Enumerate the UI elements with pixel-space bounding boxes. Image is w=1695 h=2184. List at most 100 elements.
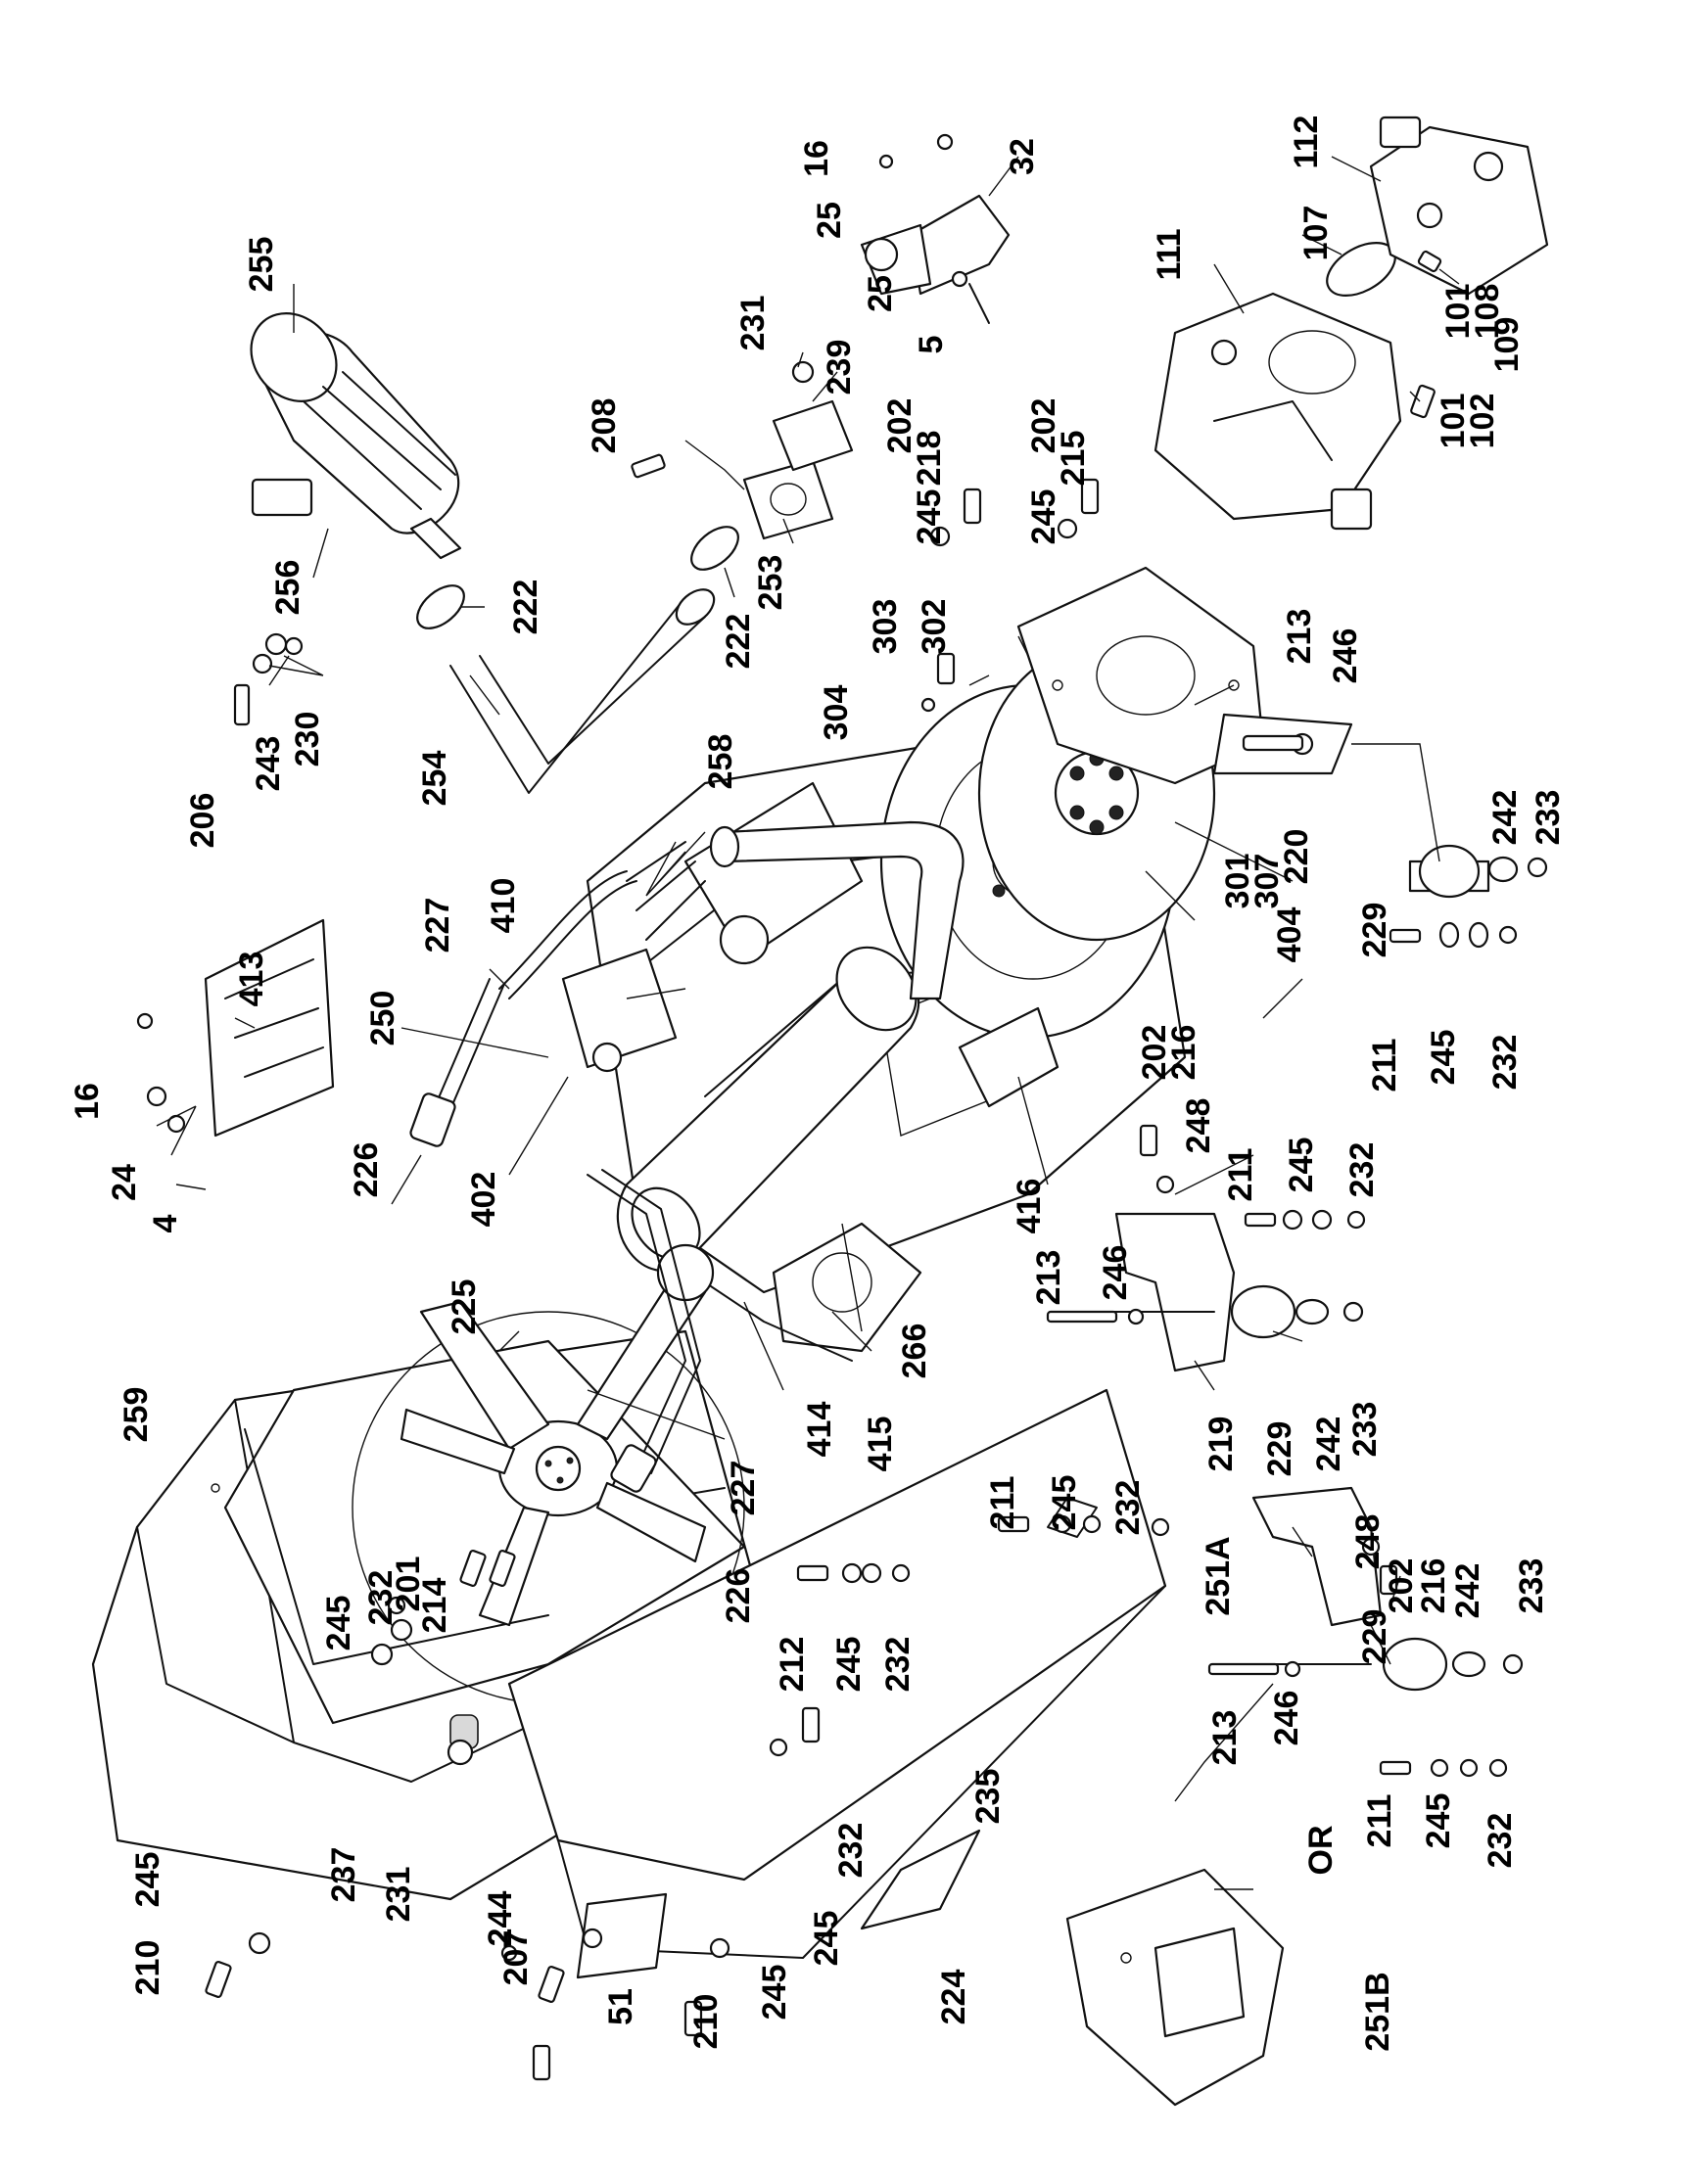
callout-233b: 233	[1346, 1402, 1384, 1458]
callout-242b: 242	[1310, 1417, 1347, 1472]
fitting-226b	[610, 1444, 657, 1493]
bracket-220	[1212, 713, 1353, 775]
callout-254: 254	[416, 751, 453, 807]
callout-25b: 25	[862, 275, 899, 312]
callout-216b: 216	[1415, 1558, 1452, 1614]
callout-404: 404	[1271, 907, 1308, 963]
callout-222a: 222	[507, 580, 544, 635]
callout-4: 4	[147, 1214, 184, 1232]
callout-202b: 202	[1025, 398, 1062, 454]
callout-245g: 245	[1046, 1475, 1083, 1531]
callout-266: 266	[896, 1324, 933, 1379]
callout-215: 215	[1055, 431, 1092, 487]
callout-232e: 232	[1109, 1480, 1147, 1536]
callout-112: 112	[1288, 116, 1325, 169]
callout-245c: 245	[1425, 1030, 1462, 1086]
callout-51: 51	[602, 1988, 639, 2025]
callout-107: 107	[1297, 206, 1335, 261]
mount-229-top	[1408, 844, 1548, 899]
callout-201: 201	[390, 1557, 427, 1612]
hardware-glyphs	[136, 453, 1518, 2081]
callout-227a: 227	[419, 898, 456, 953]
intake-tube-258	[709, 820, 965, 1000]
callout-410: 410	[485, 878, 522, 934]
callout-229c: 229	[1356, 1609, 1393, 1665]
callout-250: 250	[364, 991, 401, 1046]
callout-245a: 245	[911, 489, 948, 545]
callout-232g: 232	[832, 1823, 870, 1879]
hose-227	[498, 870, 701, 1474]
callout-216a: 216	[1165, 1025, 1202, 1081]
callout-206: 206	[184, 793, 221, 849]
callout-253: 253	[752, 555, 789, 611]
callout-402: 402	[465, 1172, 502, 1228]
bracket-224-plate	[860, 1829, 981, 1930]
callout-304: 304	[818, 685, 855, 741]
callout-251B: 251B	[1359, 1972, 1396, 2051]
callout-218: 218	[911, 431, 948, 487]
clamp-222	[416, 526, 739, 629]
callout-414: 414	[801, 1402, 838, 1458]
callout-202c: 202	[1136, 1025, 1173, 1081]
callout-232a: 232	[1486, 1035, 1524, 1091]
callout-239: 239	[821, 340, 858, 395]
callout-233a: 233	[1530, 790, 1567, 846]
callout-245d: 245	[1283, 1138, 1320, 1193]
callout-245i: 245	[129, 1852, 166, 1908]
mount-229-mid	[1230, 1284, 1364, 1339]
callout-242c: 242	[1449, 1563, 1486, 1619]
callout-212: 212	[774, 1637, 811, 1693]
callout-25a: 25	[811, 202, 848, 239]
callout-301: 301	[1219, 854, 1256, 909]
mount-229-low	[1382, 1637, 1524, 1692]
callout-211a: 211	[1366, 1039, 1403, 1092]
valve-block-32	[860, 133, 1011, 324]
relay-panel-413	[204, 918, 335, 1138]
callout-111: 111	[1151, 229, 1188, 281]
muffler-266	[616, 946, 920, 1272]
callout-109: 109	[1488, 317, 1526, 373]
callout-213c: 213	[1206, 1710, 1244, 1766]
callout-211d: 211	[1361, 1794, 1398, 1848]
callout-214: 214	[416, 1578, 453, 1634]
bracket-251B	[1065, 1868, 1285, 2107]
callout-245j: 245	[756, 1965, 793, 2021]
callout-232f: 232	[1482, 1813, 1519, 1869]
callout-245k: 245	[808, 1911, 845, 1967]
callout-416: 416	[1011, 1179, 1048, 1234]
callout-219: 219	[1202, 1417, 1240, 1472]
callout-211b: 211	[1222, 1148, 1259, 1202]
callout-303: 303	[867, 599, 904, 655]
callout-32: 32	[1004, 138, 1041, 175]
callout-211c: 211	[984, 1476, 1021, 1530]
shroud-237	[223, 1339, 746, 1766]
callout-259: 259	[118, 1387, 155, 1443]
plate-51	[576, 1892, 668, 1979]
callout-244: 244	[482, 1891, 519, 1947]
callout-235: 235	[969, 1769, 1007, 1825]
callout-258: 258	[702, 734, 739, 790]
starter-416	[958, 1006, 1059, 1108]
callout-231a: 231	[734, 296, 772, 351]
callout-202d: 202	[1383, 1558, 1420, 1614]
callout-248a: 248	[1180, 1098, 1217, 1154]
callout-231b: 231	[380, 1867, 417, 1923]
callout-243: 243	[250, 736, 287, 792]
callout-245f: 245	[830, 1637, 868, 1693]
callout-229a: 229	[1356, 903, 1393, 958]
base-rail-235	[507, 1388, 1167, 1959]
elbow-254	[449, 588, 716, 794]
hose-250	[409, 978, 505, 1147]
callout-102: 102	[1464, 394, 1501, 449]
callout-246a: 246	[1327, 628, 1364, 684]
callout-227b: 227	[725, 1461, 762, 1516]
adapter-253-gasket-239	[742, 360, 854, 540]
air-cleaner-255	[250, 312, 462, 560]
callout-245e: 245	[320, 1596, 357, 1651]
fuel-lines-410	[561, 841, 706, 1073]
callout-307: 307	[1248, 854, 1286, 909]
callout-101b: 101	[1435, 394, 1472, 449]
pump-111	[1154, 292, 1402, 531]
callout-226b: 226	[720, 1568, 757, 1624]
